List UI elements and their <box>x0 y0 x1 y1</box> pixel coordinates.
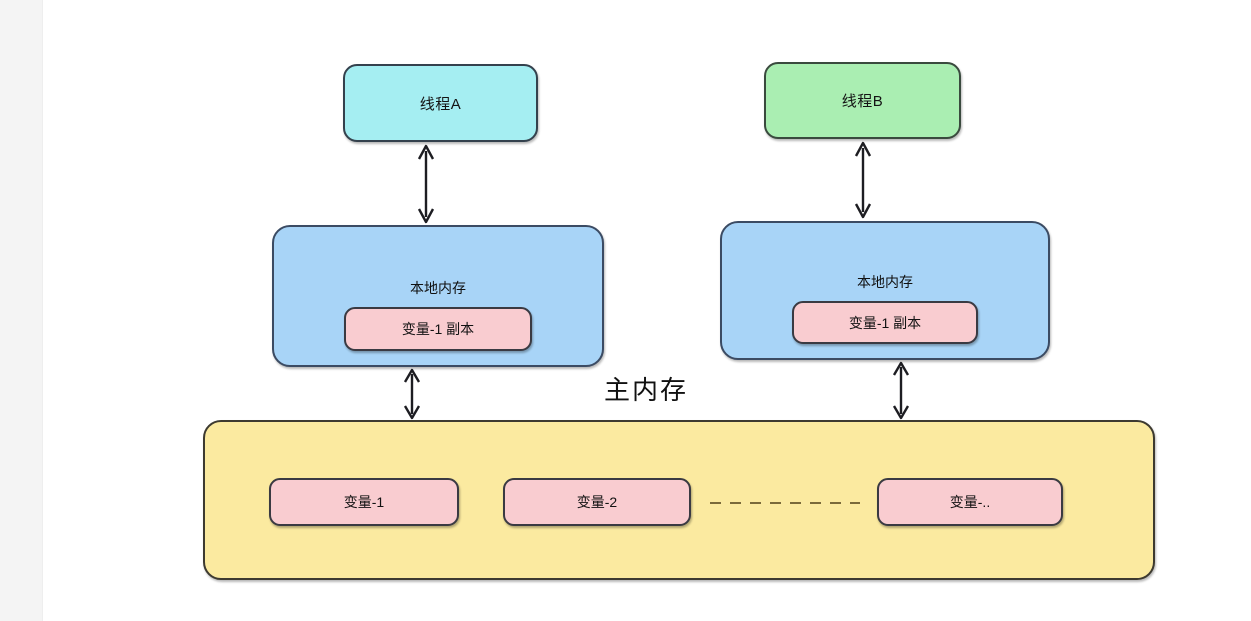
left-gutter-divider <box>42 0 43 621</box>
local-memory-a-variable-chip: 变量-1 副本 <box>344 307 532 351</box>
local-memory-b-content: 本地内存 变量-1 副本 <box>722 223 1048 358</box>
thread-b-label: 线程B <box>841 93 884 110</box>
local-memory-b-variable-label: 变量-1 副本 <box>848 314 922 331</box>
main-memory-variables-row: 变量-1 变量-2 变量-.. <box>205 422 1153 578</box>
thread-b-box: 线程B <box>764 62 961 139</box>
local-memory-a-box: 本地内存 变量-1 副本 <box>272 225 604 367</box>
main-memory-variable-label-2: 变量-2 <box>576 494 618 510</box>
arrow-thread-a-local-memory-a <box>413 142 439 226</box>
local-memory-a-title: 本地内存 <box>410 280 466 296</box>
local-memory-b-title: 本地内存 <box>857 274 913 290</box>
local-memory-b-box: 本地内存 变量-1 副本 <box>720 221 1050 360</box>
arrow-local-memory-b-main-memory <box>888 360 914 421</box>
main-memory-caption: 主内存 <box>604 375 689 405</box>
main-memory-variable-label-n: 变量-.. <box>949 494 991 510</box>
local-memory-a-content: 本地内存 变量-1 副本 <box>274 227 602 365</box>
main-memory-ellipsis-dashes <box>710 502 860 504</box>
local-memory-b-variable-chip: 变量-1 副本 <box>792 301 978 344</box>
main-memory-box: 变量-1 变量-2 变量-.. <box>203 420 1155 580</box>
main-memory-variable-label-1: 变量-1 <box>343 494 385 510</box>
arrow-thread-b-local-memory-b <box>850 139 876 221</box>
thread-a-label: 线程A <box>419 95 462 113</box>
left-gutter-strip <box>0 0 42 621</box>
main-memory-variable-chip-1: 变量-1 <box>269 478 459 526</box>
local-memory-a-variable-label: 变量-1 副本 <box>401 321 475 337</box>
main-memory-variable-chip-n: 变量-.. <box>877 478 1063 526</box>
thread-a-box: 线程A <box>343 64 538 142</box>
main-memory-variable-chip-2: 变量-2 <box>503 478 691 526</box>
arrow-local-memory-a-main-memory <box>399 367 425 421</box>
